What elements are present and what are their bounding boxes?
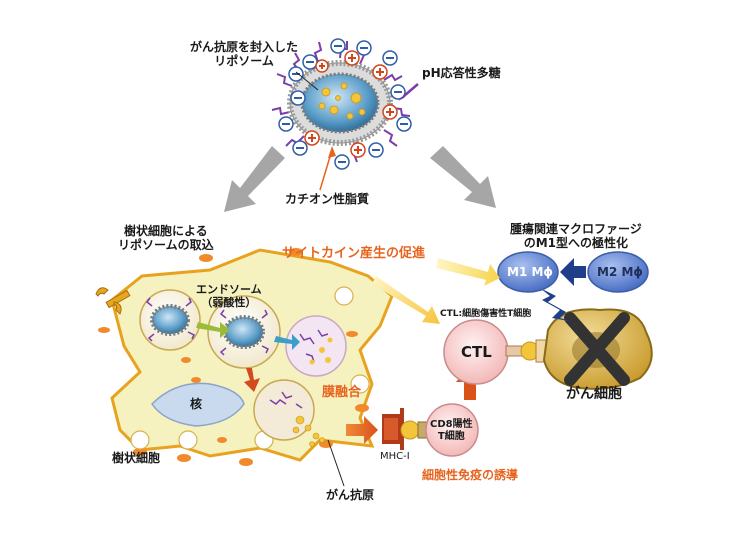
cd8-label-line2: T細胞 — [437, 431, 465, 442]
tam-label-line1: 腫瘍関連マクロファージ — [510, 222, 642, 236]
cancer-cell-label: がん細胞 — [566, 386, 622, 402]
dc-uptake-line1: 樹状細胞による — [124, 224, 208, 238]
ph-polysaccharide-label: pH応答性多糖 — [422, 66, 501, 80]
cross-icon — [564, 312, 630, 386]
m2-macrophage — [587, 251, 649, 293]
cytokine-label: サイトカイン産生の促進 — [282, 246, 426, 261]
dendritic-cell-label: 樹状細胞 — [112, 451, 161, 465]
cd8-t-cell — [425, 403, 479, 457]
endosome-arrows — [196, 322, 300, 392]
antigen-dots — [318, 82, 366, 120]
cd8-label: CD8陽性 T細胞 — [430, 419, 473, 443]
m1-label: M1 Mϕ — [507, 265, 553, 279]
liposome-pointer — [295, 71, 319, 91]
nucleus-label: 核 — [190, 397, 203, 411]
fusion-endosome — [253, 379, 325, 447]
m2-label: M2 Mϕ — [597, 265, 643, 279]
m2-to-m1-arrow — [560, 258, 586, 286]
endosome-label-line1: エンドソーム — [196, 283, 262, 296]
granules — [98, 248, 369, 466]
charge-markers — [278, 38, 412, 170]
cancer-antigen-label: がん抗原 — [326, 488, 375, 502]
antigen-pointer — [327, 439, 345, 487]
immunity-label: 細胞性免疫の誘導 — [422, 468, 519, 482]
endosome-late — [285, 315, 347, 377]
presentation-arrow — [346, 416, 378, 444]
mhc-label: MHC-I — [380, 451, 410, 462]
dc-uptake-line2: リポソームの取込 — [118, 238, 214, 253]
endosome-early — [139, 289, 201, 351]
liposome-label: がん抗原を封入した リポソーム — [190, 40, 298, 69]
liposome-label-line1: がん抗原を封入した — [190, 40, 299, 54]
endosome-label-line2: （弱酸性） — [201, 296, 257, 310]
dc-uptake-label: 樹状細胞による リポソームの取込 — [118, 224, 214, 253]
cd8-label-line1: CD8陽性 — [430, 419, 473, 430]
cationic-lipid-label: カチオン性脂質 — [285, 192, 370, 206]
tam-label: 腫瘍関連マクロファージ のM1型への極性化 — [510, 222, 642, 251]
endosome-label: エンドソーム （弱酸性） — [196, 283, 262, 309]
ctl-definition-label: CTL:細胞傷害性T細胞 — [440, 309, 532, 319]
liposome-group — [271, 38, 419, 191]
surface-vesicles — [130, 286, 370, 450]
mhc-i — [382, 408, 404, 450]
receptor-icon — [95, 287, 131, 315]
tcr — [400, 420, 429, 440]
tam-label-line2: のM1型への極性化 — [523, 236, 629, 251]
gray-arrows — [224, 146, 496, 212]
m1-macrophage — [497, 251, 559, 293]
ctl-cancer-contact — [505, 339, 549, 363]
membrane-fusion-label: 膜融合 — [322, 385, 362, 400]
cytokine-arrow-ctl — [372, 276, 440, 324]
nucleus — [151, 382, 245, 427]
cytokine-arrow-m1 — [436, 258, 500, 286]
ctl-label: CTL — [461, 343, 492, 361]
cancer-cell — [542, 308, 653, 390]
lightning-icon — [540, 288, 574, 322]
liposome-label-line2: リポソーム — [214, 54, 274, 69]
